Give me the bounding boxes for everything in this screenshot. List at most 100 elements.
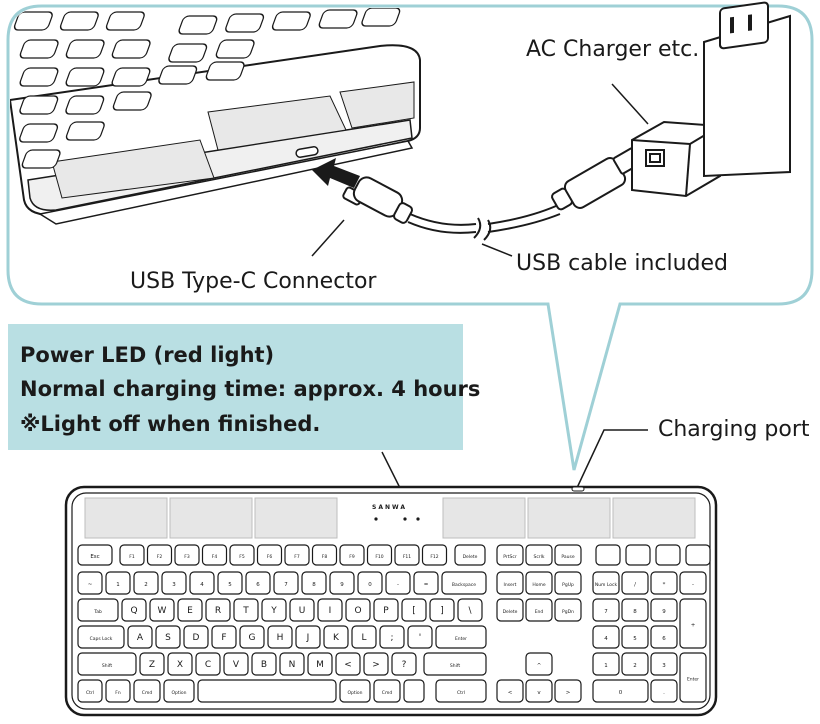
key-4-a: G: [239, 625, 265, 649]
svg-text:F10: F10: [375, 554, 383, 560]
key-right: >: [554, 679, 582, 703]
svg-text:4: 4: [604, 636, 608, 642]
key-7-a: K: [323, 625, 349, 649]
key-9-a: ;: [379, 625, 405, 649]
svg-text:F9: F9: [349, 554, 355, 560]
svg-text:3: 3: [172, 582, 176, 588]
svg-text:Delete: Delete: [463, 554, 478, 560]
key-np-8: 8: [621, 598, 649, 622]
key-numlock: Num Lock: [592, 571, 620, 595]
svg-text:^: ^: [537, 663, 542, 669]
key-5-q: Y: [261, 598, 287, 622]
key-1-z: X: [167, 652, 193, 676]
svg-text:4: 4: [200, 582, 204, 588]
key-num-3: 4: [189, 571, 215, 595]
svg-text:Fn: Fn: [115, 690, 121, 696]
svg-text:Ctrl: Ctrl: [457, 690, 465, 696]
label-ac-charger: AC Charger etc.: [526, 37, 699, 62]
ac-charger: [631, 120, 721, 198]
info-line-2: Normal charging time: approx. 4 hours: [20, 377, 480, 401]
svg-text:Esc: Esc: [90, 554, 99, 560]
svg-text:]: ]: [440, 606, 444, 616]
key-tilde: ~: [77, 571, 103, 595]
key-np-dot: .: [650, 679, 678, 703]
svg-text:B: B: [261, 660, 267, 670]
key-5-a: H: [267, 625, 293, 649]
key-3-q: R: [205, 598, 231, 622]
svg-text:Cmd: Cmd: [142, 690, 153, 696]
key-delete: Delete: [454, 544, 486, 566]
key-np-9: 9: [650, 598, 678, 622]
info-box: [8, 324, 463, 450]
key-9-z: ?: [391, 652, 417, 676]
svg-text:5: 5: [633, 636, 637, 642]
svg-text:O: O: [354, 606, 361, 616]
key-f3: F3: [174, 544, 200, 566]
svg-text:F6: F6: [267, 554, 273, 560]
svg-text:Tab: Tab: [93, 609, 102, 615]
key-np-6: 6: [650, 625, 678, 649]
svg-text:Insert: Insert: [504, 582, 517, 588]
svg-text:F5: F5: [239, 554, 245, 560]
key-shift-left: Shift: [77, 652, 137, 676]
svg-text:1: 1: [604, 663, 608, 669]
svg-text:X: X: [177, 660, 183, 670]
svg-text:v: v: [537, 690, 541, 696]
key-4-q: T: [233, 598, 259, 622]
key-shift-right: Shift: [423, 652, 487, 676]
key-np-3: 3: [650, 652, 678, 676]
key-6-q: U: [289, 598, 315, 622]
svg-text:>: >: [372, 660, 380, 670]
svg-text:R: R: [215, 606, 221, 616]
svg-text:;: ;: [390, 633, 393, 643]
key-np-0: 0: [592, 679, 649, 703]
label-usb-type-c: USB Type-C Connector: [130, 269, 377, 294]
svg-text:E: E: [187, 606, 193, 616]
key-tab: Tab: [77, 598, 119, 622]
key-6-z: M: [307, 652, 333, 676]
svg-text:0: 0: [368, 582, 372, 588]
key-num-1: 2: [133, 571, 159, 595]
key-pause: Pause: [554, 544, 582, 566]
key-num-7: 8: [301, 571, 327, 595]
svg-text:5: 5: [228, 582, 232, 588]
key-5-z: N: [279, 652, 305, 676]
key-num-0: 1: [105, 571, 131, 595]
key-menu: [403, 679, 425, 703]
svg-text:0: 0: [619, 690, 623, 696]
svg-text:6: 6: [662, 636, 666, 642]
key-num-5: 6: [245, 571, 271, 595]
svg-text:6: 6: [256, 582, 260, 588]
svg-text:C: C: [205, 660, 211, 670]
key-fn: Fn: [105, 679, 131, 703]
svg-text:Shift: Shift: [450, 663, 460, 669]
label-usb-cable: USB cable included: [516, 251, 728, 276]
svg-text:/: /: [634, 582, 636, 588]
svg-text:Backspace: Backspace: [452, 582, 476, 588]
svg-text:N: N: [289, 660, 296, 670]
key-np-1: 1: [592, 652, 620, 676]
svg-text:S: S: [165, 633, 171, 643]
key-np-plus: +: [679, 598, 707, 649]
key-enter: Enter: [435, 625, 487, 649]
key-7-z: <: [335, 652, 361, 676]
key-num-10: -: [385, 571, 411, 595]
svg-text:1: 1: [116, 582, 120, 588]
svg-text:7: 7: [284, 582, 288, 588]
key-8-q: O: [345, 598, 371, 622]
key-np-mul: *: [650, 571, 678, 595]
key-num-11: =: [413, 571, 439, 595]
usb-cable: [342, 147, 642, 241]
svg-text:PgUp: PgUp: [562, 582, 574, 588]
brand-logo: SANWA: [372, 504, 407, 511]
svg-text:Home: Home: [532, 582, 546, 588]
svg-text:I: I: [329, 606, 332, 616]
led-bluetooth: [374, 517, 378, 521]
svg-text:F11: F11: [403, 554, 411, 560]
svg-text:<: <: [344, 660, 352, 670]
svg-text:~: ~: [88, 582, 93, 588]
svg-text:U: U: [299, 606, 306, 616]
key-0-a: A: [127, 625, 153, 649]
key-f2: F2: [146, 544, 173, 566]
